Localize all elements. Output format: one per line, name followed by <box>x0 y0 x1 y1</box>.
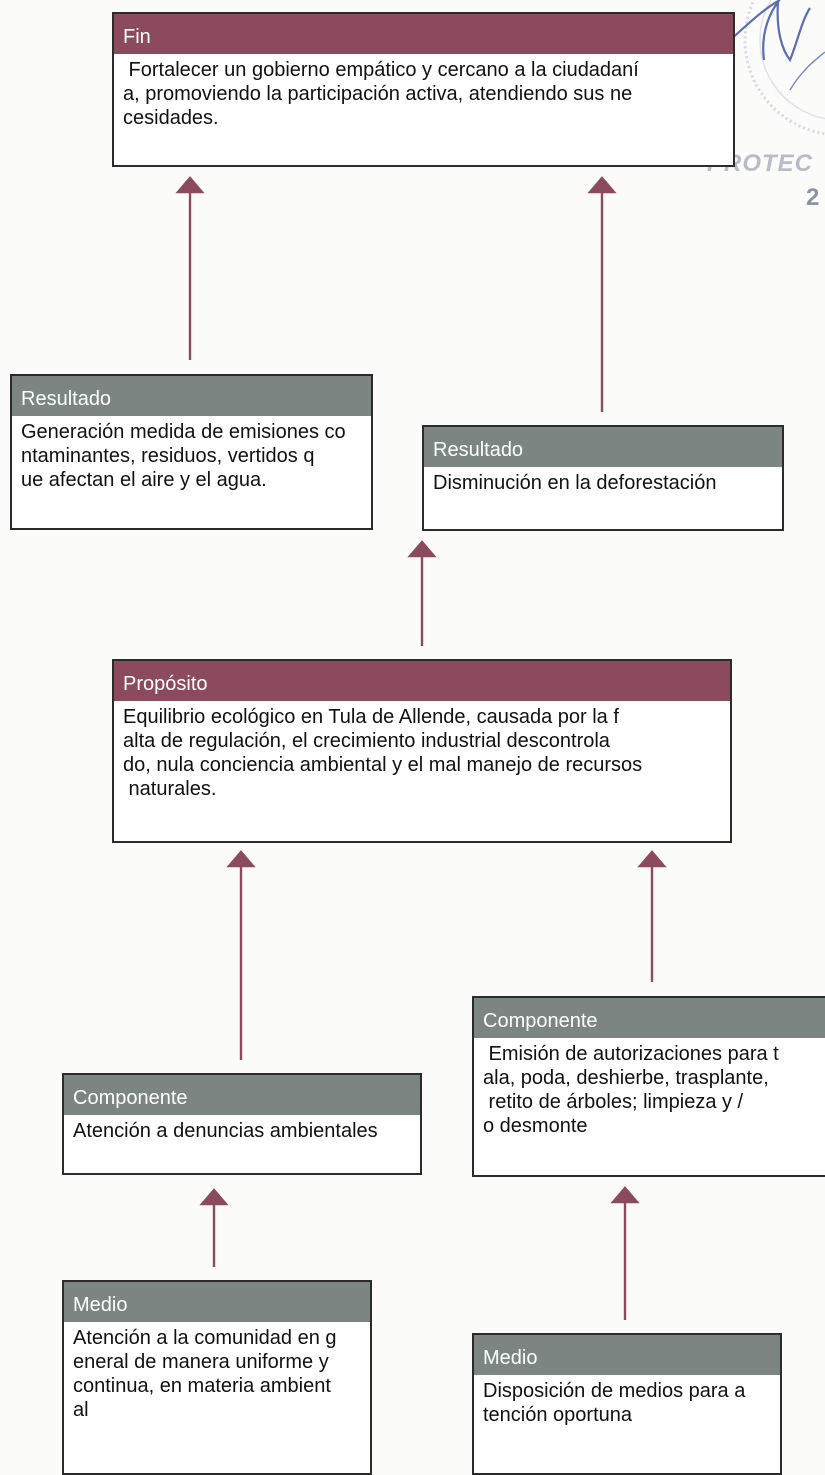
componente-box-2: Componente Emisión de autorizaciones par… <box>472 996 825 1177</box>
stamp-text-year: 2 <box>806 184 820 211</box>
arrow-head-icon <box>407 540 437 558</box>
fin-header: Fin <box>114 14 733 54</box>
medio-box-1: Medio Atención a la comunidad en g enera… <box>62 1280 372 1475</box>
resultado-header: Resultado <box>424 427 782 467</box>
medio-header: Medio <box>64 1282 370 1322</box>
fin-text: Fortalecer un gobierno empático y cercan… <box>123 59 639 129</box>
resultado-text: Generación medida de emisiones co ntamin… <box>21 421 346 491</box>
componente-text: Atención a denuncias ambientales <box>73 1120 378 1142</box>
arrow-head-icon <box>610 1186 640 1204</box>
componente-box-1: Componente Atención a denuncias ambienta… <box>62 1073 422 1175</box>
proposito-header: Propósito <box>114 661 730 701</box>
arrow-head-icon <box>226 850 256 868</box>
proposito-text: Equilibrio ecológico en Tula de Allende,… <box>123 706 643 800</box>
medio-text: Disposición de medios para a tención opo… <box>483 1380 746 1426</box>
arrow-head-icon <box>199 1188 229 1206</box>
fin-box: Fin Fortalecer un gobierno empático y ce… <box>112 12 735 167</box>
resultado-text: Disminución en la deforestación <box>433 472 717 494</box>
resultado-box-1: Resultado Generación medida de emisiones… <box>10 374 373 530</box>
arrow-head-icon <box>587 176 617 194</box>
arrow-head-icon <box>637 850 667 868</box>
componente-text: Emisión de autorizaciones para t ala, po… <box>483 1043 779 1137</box>
medio-header: Medio <box>474 1335 780 1375</box>
medio-box-2: Medio Disposición de medios para a tenci… <box>472 1333 782 1475</box>
componente-header: Componente <box>64 1075 420 1115</box>
componente-header: Componente <box>474 998 825 1038</box>
resultado-box-2: Resultado Disminución en la deforestació… <box>422 425 784 531</box>
medio-text: Atención a la comunidad en g eneral de m… <box>73 1327 337 1421</box>
proposito-box: Propósito Equilibrio ecológico en Tula d… <box>112 659 732 843</box>
resultado-header: Resultado <box>12 376 371 416</box>
arrow-head-icon <box>175 176 205 194</box>
